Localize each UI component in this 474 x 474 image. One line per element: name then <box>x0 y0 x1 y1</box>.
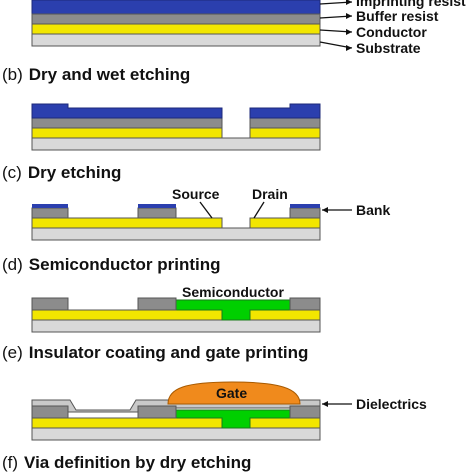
step-b-title: (b) Dry and wet etching <box>2 65 190 84</box>
step-e-tag: (e) <box>2 343 23 362</box>
step-e-title: (e) Insulator coating and gate printing <box>2 343 308 362</box>
step-c-text: Dry etching <box>28 163 122 182</box>
conductor-drain <box>249 217 321 229</box>
bank-block <box>289 297 321 311</box>
bank-top <box>290 204 320 208</box>
conductor-layer <box>31 127 223 139</box>
bank-block <box>31 297 69 311</box>
label-source: Source <box>172 186 220 202</box>
bank-block <box>289 207 321 219</box>
buffer-resist-layer <box>31 13 321 25</box>
semiconductor-layer <box>175 299 291 321</box>
imprint-resist-layer <box>249 103 321 119</box>
leader-source <box>199 201 213 219</box>
step-f-title: (f) Via definition by dry etching <box>2 453 251 472</box>
substrate-layer <box>31 33 321 47</box>
conductor-drain <box>249 417 321 429</box>
label-dielectrics: Dielectrics <box>356 396 427 412</box>
bank-block <box>289 405 321 419</box>
label-semiconductor: Semiconductor <box>182 284 284 300</box>
bank-block <box>137 405 177 419</box>
gate-electrode <box>167 381 301 405</box>
panel-a: Imprinting resist Buffer resist Conducto… <box>31 0 466 56</box>
step-c-tag: (c) <box>2 163 22 182</box>
label-conductor: Conductor <box>356 24 427 40</box>
label-bank: Bank <box>356 202 390 218</box>
label-gate: Gate <box>216 385 247 401</box>
bank-block <box>137 297 177 311</box>
step-d-text: Semiconductor printing <box>29 255 221 274</box>
bank-block <box>31 207 69 219</box>
label-drain: Drain <box>252 186 288 202</box>
bank-top <box>32 204 68 208</box>
panel-c: Source Drain Bank <box>31 186 390 241</box>
panel-b <box>31 103 321 151</box>
step-d-tag: (d) <box>2 255 23 274</box>
conductor-drain <box>249 309 321 321</box>
substrate-layer <box>31 227 321 241</box>
buffer-resist-layer <box>31 117 223 129</box>
substrate-layer <box>31 137 321 151</box>
step-b-tag: (b) <box>2 65 23 84</box>
substrate-layer <box>31 427 321 441</box>
conductor-source <box>31 309 223 321</box>
step-c-title: (c) Dry etching <box>2 163 121 182</box>
bank-block <box>31 405 69 419</box>
conductor-layer <box>249 127 321 139</box>
step-f-tag: (f) <box>2 453 18 472</box>
bank-top <box>138 204 176 208</box>
step-b-text: Dry and wet etching <box>29 65 191 84</box>
semiconductor-layer <box>175 409 291 429</box>
panel-e: Gate Dielectrics <box>31 381 427 441</box>
step-e-text: Insulator coating and gate printing <box>29 343 309 362</box>
imprint-recess <box>222 6 250 16</box>
panel-d: Semiconductor <box>31 284 321 333</box>
label-imprinting-resist: Imprinting resist <box>356 0 466 9</box>
leader-drain <box>253 201 265 219</box>
conductor-source <box>31 417 223 429</box>
step-f-text: Via definition by dry etching <box>24 453 251 472</box>
conductor-source <box>31 217 223 229</box>
bank-block <box>137 207 177 219</box>
substrate-layer <box>31 319 321 333</box>
label-buffer-resist: Buffer resist <box>356 8 439 24</box>
step-d-title: (d) Semiconductor printing <box>2 255 221 274</box>
imprint-resist-layer <box>31 0 321 15</box>
label-substrate: Substrate <box>356 40 421 56</box>
conductor-layer <box>31 23 321 35</box>
buffer-resist-layer <box>249 117 321 129</box>
imprint-resist-layer <box>31 103 223 119</box>
